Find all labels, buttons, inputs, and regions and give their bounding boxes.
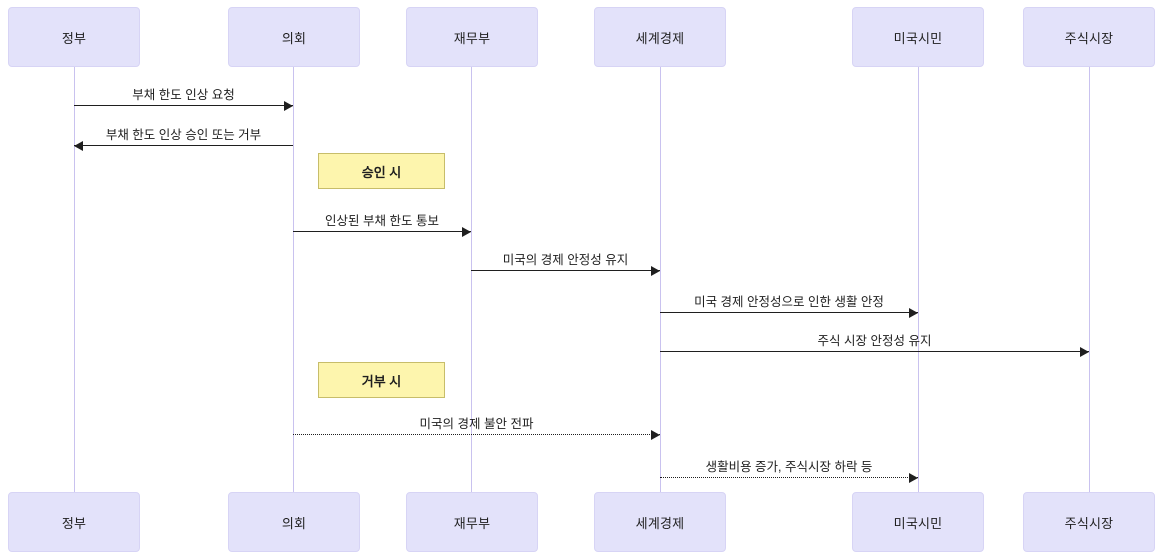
- participant-label: 정부: [61, 30, 87, 46]
- lifeline-treas: [471, 67, 472, 492]
- lifeline-gov: [74, 67, 75, 492]
- note-label: 거부 시: [361, 373, 402, 389]
- participant-gov-header[interactable]: 정부: [8, 7, 140, 67]
- arrow-head-m5: [909, 307, 918, 318]
- arrow-head-m6: [1080, 346, 1089, 357]
- participant-label: 세계경제: [635, 515, 685, 531]
- participant-world-header[interactable]: 세계경제: [594, 7, 726, 67]
- message-label-m3: 인상된 부채 한도 통보: [325, 214, 439, 228]
- lifeline-cong: [293, 67, 294, 492]
- participant-treas-footer[interactable]: 재무부: [406, 492, 538, 552]
- participant-label: 의회: [281, 30, 307, 46]
- participant-label: 의회: [281, 515, 307, 531]
- message-label-m4: 미국의 경제 안정성 유지: [502, 253, 629, 267]
- arrow-head-m7: [651, 429, 660, 440]
- participant-treas-header[interactable]: 재무부: [406, 7, 538, 67]
- lifeline-stock: [1089, 67, 1090, 492]
- lifeline-citizen: [918, 67, 919, 492]
- participant-cong-footer[interactable]: 의회: [228, 492, 360, 552]
- participant-cong-header[interactable]: 의회: [228, 7, 360, 67]
- participant-label: 미국시민: [893, 515, 943, 531]
- message-line-m5: [660, 312, 918, 313]
- message-line-m1: [74, 105, 293, 106]
- message-label-m2: 부채 한도 인상 승인 또는 거부: [105, 128, 262, 142]
- message-line-m6: [660, 351, 1089, 352]
- arrow-head-m1: [284, 100, 293, 111]
- participant-gov-footer[interactable]: 정부: [8, 492, 140, 552]
- message-line-m2: [74, 145, 293, 146]
- message-line-m7: [293, 434, 660, 435]
- message-line-m4: [471, 270, 660, 271]
- lifeline-world: [660, 67, 661, 492]
- participant-label: 주식시장: [1064, 30, 1114, 46]
- participant-label: 재무부: [453, 30, 491, 46]
- participant-label: 주식시장: [1064, 515, 1114, 531]
- arrow-head-m4: [651, 265, 660, 276]
- message-label-m6: 주식 시장 안정성 유지: [817, 334, 932, 348]
- participant-label: 재무부: [453, 515, 491, 531]
- arrow-head-m3: [462, 226, 471, 237]
- message-label-m7: 미국의 경제 불안 전파: [419, 417, 534, 431]
- participant-stock-header[interactable]: 주식시장: [1023, 7, 1155, 67]
- participant-label: 세계경제: [635, 30, 685, 46]
- note-label: 승인 시: [361, 164, 402, 180]
- message-label-m1: 부채 한도 인상 요청: [132, 88, 235, 102]
- participant-label: 미국시민: [893, 30, 943, 46]
- note-approve[interactable]: 승인 시: [318, 153, 445, 189]
- arrow-head-m8: [909, 472, 918, 483]
- message-label-m8: 생활비용 증가, 주식시장 하락 등: [705, 460, 873, 474]
- participant-citizen-header[interactable]: 미국시민: [852, 7, 984, 67]
- participant-label: 정부: [61, 515, 87, 531]
- note-reject[interactable]: 거부 시: [318, 362, 445, 398]
- participant-world-footer[interactable]: 세계경제: [594, 492, 726, 552]
- message-label-m5: 미국 경제 안정성으로 인한 생활 안정: [694, 295, 884, 309]
- participant-citizen-footer[interactable]: 미국시민: [852, 492, 984, 552]
- message-line-m3: [293, 231, 471, 232]
- message-line-m8: [660, 477, 918, 478]
- participant-stock-footer[interactable]: 주식시장: [1023, 492, 1155, 552]
- arrow-head-m2: [74, 140, 83, 151]
